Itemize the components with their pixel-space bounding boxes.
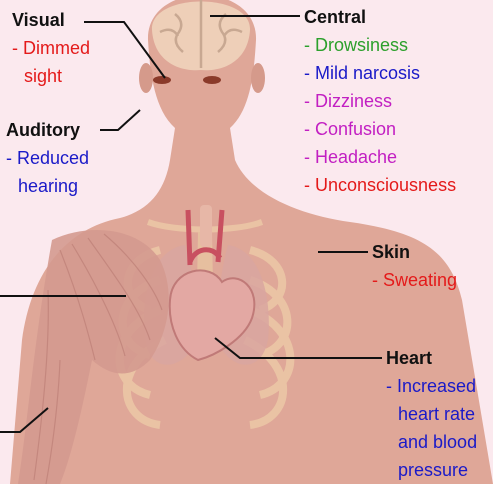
skin-label-group: Skin - Sweating	[372, 238, 457, 294]
heart-item-1: - Increased	[386, 372, 477, 400]
central-item-2: - Mild narcosis	[304, 59, 456, 87]
heart-item-3: and blood	[386, 428, 477, 456]
visual-item-2: sight	[12, 62, 90, 90]
auditory-leader-line	[100, 110, 140, 130]
right-ear	[251, 63, 265, 93]
central-item-4: - Confusion	[304, 115, 456, 143]
auditory-item-1: - Reduced	[6, 144, 89, 172]
right-eye	[203, 76, 221, 84]
visual-item-1: - Dimmed	[12, 34, 90, 62]
central-label-group: Central - Drowsiness - Mild narcosis - D…	[304, 3, 456, 199]
auditory-label-group: Auditory - Reduced hearing	[6, 116, 89, 200]
visual-label-group: Visual - Dimmed sight	[12, 6, 90, 90]
left-ear	[139, 63, 153, 93]
heart-item-4: pressure	[386, 456, 477, 484]
auditory-title: Auditory	[6, 116, 89, 144]
central-title: Central	[304, 3, 456, 31]
heart-title: Heart	[386, 344, 477, 372]
heart-label-group: Heart - Increased heart rate and blood p…	[386, 344, 477, 484]
central-item-3: - Dizziness	[304, 87, 456, 115]
heart-item-2: heart rate	[386, 400, 477, 428]
skin-title: Skin	[372, 238, 457, 266]
trachea	[200, 205, 212, 247]
central-item-1: - Drowsiness	[304, 31, 456, 59]
brain-illustration	[152, 0, 250, 70]
visual-title: Visual	[12, 6, 90, 34]
central-item-6: - Unconsciousness	[304, 171, 456, 199]
left-eye	[153, 76, 171, 84]
central-item-5: - Headache	[304, 143, 456, 171]
auditory-item-2: hearing	[6, 172, 89, 200]
skin-item-1: - Sweating	[372, 266, 457, 294]
